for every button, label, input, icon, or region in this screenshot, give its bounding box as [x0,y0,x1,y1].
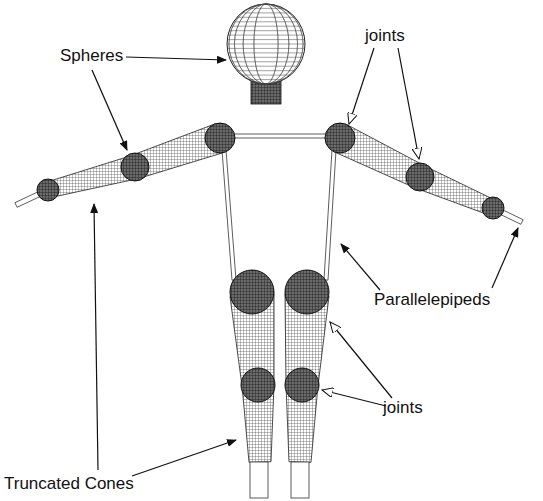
part-label: Spheres [60,46,123,66]
parallel [229,57,303,58]
joint-sphere [205,123,235,153]
parallel [237,17,295,18]
joint-sphere [121,153,149,181]
parallel [227,44,305,45]
leader-line [132,440,236,476]
parallel [228,35,304,36]
part-label: joints [365,26,405,46]
parallel [234,66,299,67]
part-label: Parallelepipeds [374,290,490,310]
leader-line [330,322,392,398]
parallel [248,79,284,80]
leader-lines [92,48,518,476]
foot [250,462,268,498]
leader-line [126,57,226,60]
head-outline [227,4,305,84]
joint-sphere [482,197,504,219]
foot [291,462,309,498]
parallel [231,61,301,62]
leader-line [349,48,374,124]
joint-sphere [406,163,434,191]
joint-sphere [230,270,274,314]
leader-line [341,244,380,290]
joint-sphere [325,123,355,153]
parallel [229,30,303,31]
part-label: Truncated Cones [4,474,134,494]
parallel [237,70,295,71]
parallel [242,12,291,13]
head-sphere [227,4,305,84]
parallel [231,26,301,27]
parallelepiped [222,134,338,138]
leader-line [94,204,98,470]
joint-sphere [37,179,59,201]
leader-line [92,70,127,150]
joint-sphere [241,368,275,402]
parallelepiped [324,150,336,280]
leader-line [492,228,518,288]
leader-line [322,390,386,406]
joint-sphere [285,270,329,314]
parallel [228,52,304,53]
parallel [242,75,291,76]
parallel [248,8,284,9]
wireframe-body [15,76,523,498]
parallelepiped [222,150,236,280]
parallel [227,39,305,40]
parallel [227,48,305,49]
part-label: joints [383,398,423,418]
parallel [234,21,299,22]
leader-line [398,48,419,159]
joint-sphere [285,368,319,402]
